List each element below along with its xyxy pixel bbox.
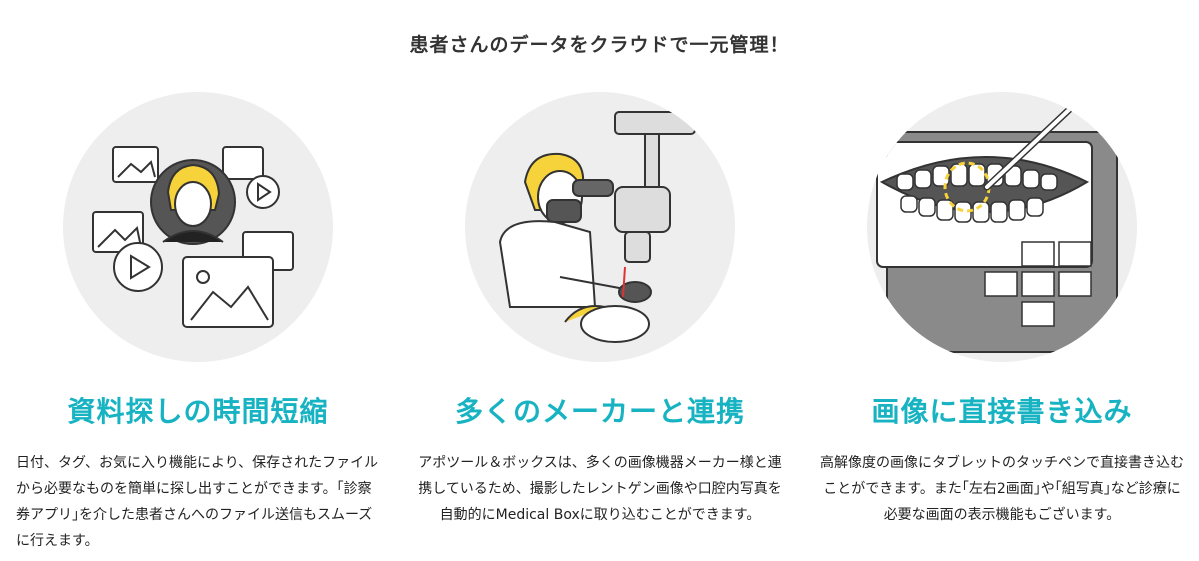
teeth-tablet-pen-illustration: [867, 92, 1137, 362]
dentist-microscope-illustration: [465, 92, 735, 362]
feature-description: 高解像度の画像にタブレットのタッチペンで直接書き込むことができます。また｢左右2…: [820, 455, 1184, 523]
feature-description: 日付、タグ、お気に入り機能により、保存されたファイルから必要なものを簡単に探し出…: [16, 455, 379, 549]
feature-title: 画像に直接書き込み: [871, 395, 1133, 428]
feature-description: アポツール＆ボックスは、多くの画像機器メーカー様と連携しているため、撮影したレン…: [418, 455, 782, 523]
section-heading: 患者さんのデータをクラウドで一元管理！: [409, 34, 790, 56]
feature-title: 多くのメーカーと連携: [454, 395, 745, 428]
feature-title: 資料探しの時間短縮: [67, 395, 329, 428]
image-files-illustration: [63, 92, 333, 362]
